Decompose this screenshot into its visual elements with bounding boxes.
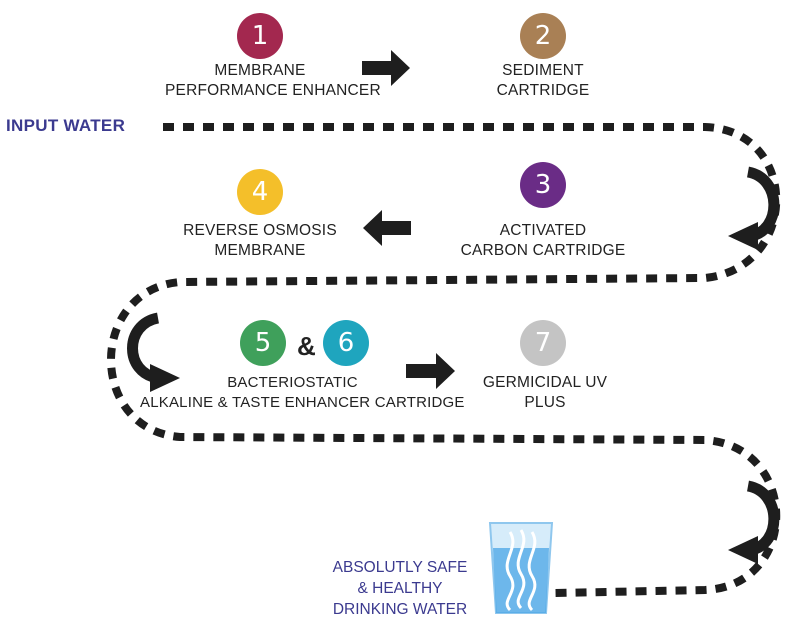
step-7-badge: 7 [520,320,566,366]
ampersand: & [297,331,316,361]
step-4-badge: 4 [237,169,283,215]
step-6-badge: 6 [323,320,369,366]
arrow-right-icon [406,353,455,389]
arrow-left-icon [363,210,411,246]
curve-arrow-icon [127,312,180,392]
water-flow-path [107,123,781,597]
step-3-badge: 3 [520,162,566,208]
step-2-badge: 2 [520,13,566,59]
step-1-badge: 1 [237,13,283,59]
water-glass-icon [488,522,554,614]
input-water-label: INPUT WATER [6,116,126,135]
step-5-badge: 5 [240,320,286,366]
curve-arrow-icon [728,166,780,250]
curve-arrow-icon [728,480,780,564]
arrow-right-icon [362,50,410,86]
